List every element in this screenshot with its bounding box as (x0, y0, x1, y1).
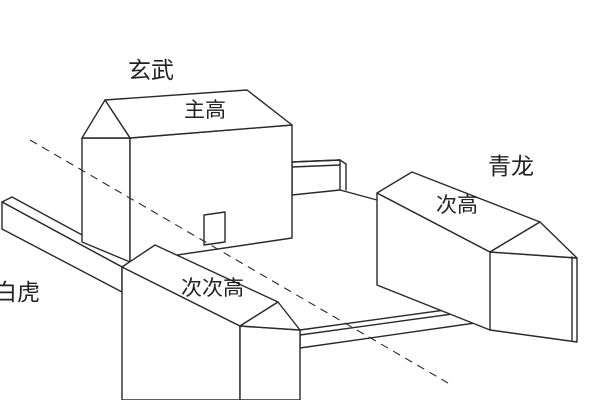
east-label: 青龙 (488, 154, 534, 180)
east-house-label: 次高 (436, 193, 478, 217)
east-wall (291, 159, 378, 201)
front-house-label: 次次高 (181, 276, 244, 300)
main-house (81, 89, 293, 263)
central-axis-dashed-line (29, 139, 449, 384)
main-house-door (203, 211, 226, 246)
main-house-label: 主高 (184, 98, 226, 122)
east-house (376, 171, 578, 343)
front-house (121, 244, 301, 400)
north-label: 玄武 (128, 58, 174, 84)
west-label: 白虎 (0, 280, 40, 306)
